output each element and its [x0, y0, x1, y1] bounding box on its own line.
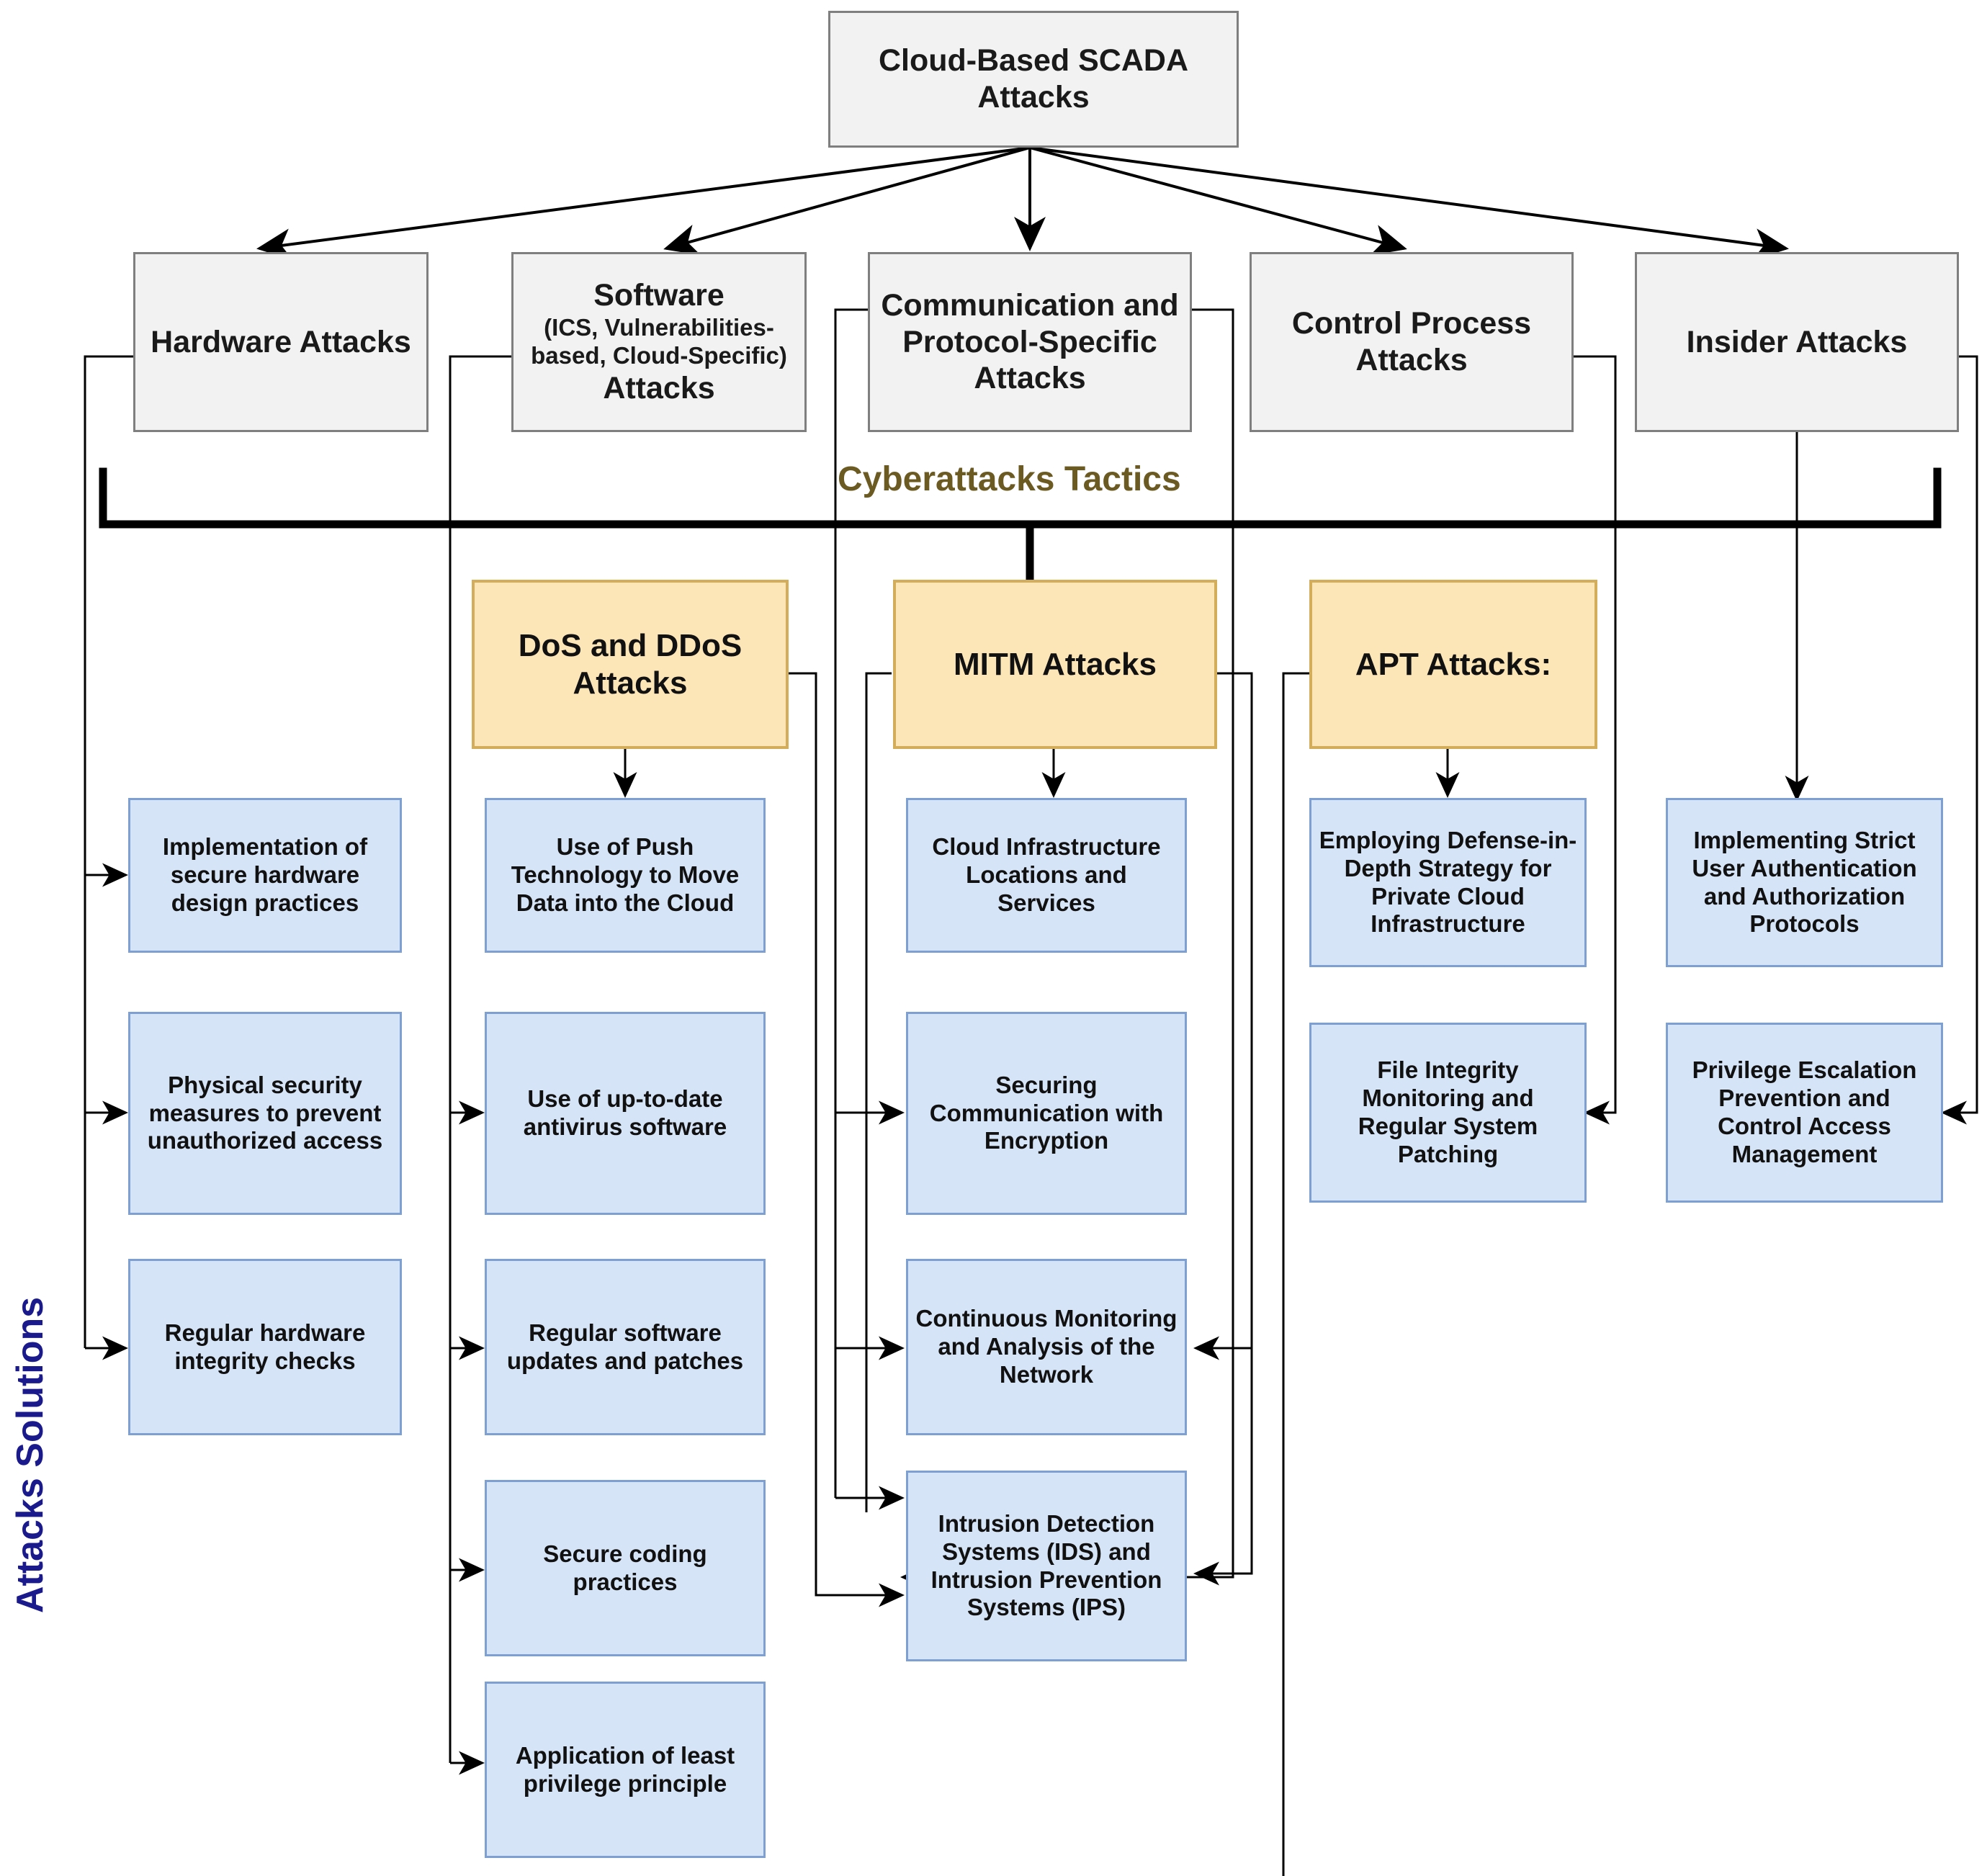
node-solution-hardware-1-label: Implementation of secure hardware design…: [162, 833, 368, 916]
node-solution-dos-2[interactable]: Use of up-to-date antivirus software: [485, 1012, 766, 1215]
node-category-software-label-detail: (ICS, Vulnerabilities-based, Cloud-Speci…: [531, 314, 787, 369]
node-tactic-mitm-label: MITM Attacks: [954, 646, 1157, 682]
node-solution-mitm-3[interactable]: Continuous Monitoring and Analysis of th…: [906, 1259, 1187, 1435]
node-solution-dos-2-label: Use of up-to-date antivirus software: [523, 1085, 727, 1140]
node-solution-mitm-1-label: Cloud Infrastructure Locations and Servi…: [932, 833, 1161, 916]
node-category-control-process-label: Control Process Attacks: [1291, 306, 1532, 377]
node-solution-dos-4-label: Secure coding practices: [543, 1540, 707, 1595]
node-tactic-dos[interactable]: DoS and DDoS Attacks: [472, 580, 789, 749]
node-solution-hardware-3[interactable]: Regular hardware integrity checks: [128, 1259, 402, 1435]
node-solution-dos-5-label: Application of least privilege principle: [515, 1741, 735, 1797]
node-category-software-label-main: Software: [593, 278, 725, 313]
node-tactic-apt-label: APT Attacks:: [1355, 646, 1552, 682]
node-solution-insider-2[interactable]: Privilege Escalation Prevention and Cont…: [1666, 1023, 1943, 1203]
node-root-label: Cloud-Based SCADA Attacks: [878, 43, 1189, 115]
node-solution-apt-1-label: Employing Defense-in-Depth Strategy for …: [1319, 826, 1577, 938]
node-solution-insider-1-label: Implementing Strict User Authentication …: [1692, 826, 1917, 938]
node-category-control-process[interactable]: Control Process Attacks: [1250, 252, 1574, 432]
node-solution-hardware-2-label: Physical security measures to prevent un…: [147, 1071, 383, 1154]
node-solution-apt-2[interactable]: File Integrity Monitoring and Regular Sy…: [1309, 1023, 1587, 1203]
node-category-insider[interactable]: Insider Attacks: [1635, 252, 1959, 432]
node-solution-dos-1-label: Use of Push Technology to Move Data into…: [511, 833, 740, 916]
node-solution-mitm-4-label: Intrusion Detection Systems (IDS) and In…: [930, 1509, 1162, 1621]
node-tactic-dos-label: DoS and DDoS Attacks: [518, 627, 743, 701]
node-solution-dos-1[interactable]: Use of Push Technology to Move Data into…: [485, 798, 766, 953]
node-tactic-apt[interactable]: APT Attacks:: [1309, 580, 1597, 749]
node-solution-dos-4[interactable]: Secure coding practices: [485, 1480, 766, 1656]
node-category-hardware-label: Hardware Attacks: [151, 324, 411, 359]
node-solution-hardware-3-label: Regular hardware integrity checks: [164, 1319, 366, 1374]
node-category-communication-label: Communication and Protocol-Specific Atta…: [881, 287, 1179, 396]
node-solution-apt-2-label: File Integrity Monitoring and Regular Sy…: [1358, 1056, 1538, 1167]
node-solution-mitm-2-label: Securing Communication with Encryption: [929, 1071, 1164, 1154]
node-solution-mitm-2[interactable]: Securing Communication with Encryption: [906, 1012, 1187, 1215]
node-solution-mitm-3-label: Continuous Monitoring and Analysis of th…: [915, 1305, 1178, 1388]
node-solution-dos-3[interactable]: Regular software updates and patches: [485, 1259, 766, 1435]
node-solution-mitm-4[interactable]: Intrusion Detection Systems (IDS) and In…: [906, 1471, 1187, 1661]
node-solution-insider-2-label: Privilege Escalation Prevention and Cont…: [1692, 1056, 1917, 1167]
node-solution-insider-1[interactable]: Implementing Strict User Authentication …: [1666, 798, 1943, 967]
node-root[interactable]: Cloud-Based SCADA Attacks: [828, 11, 1239, 148]
node-category-insider-label: Insider Attacks: [1686, 324, 1908, 359]
node-category-software[interactable]: Software (ICS, Vulnerabilities-based, Cl…: [511, 252, 807, 432]
node-category-communication[interactable]: Communication and Protocol-Specific Atta…: [868, 252, 1192, 432]
node-solution-hardware-2[interactable]: Physical security measures to prevent un…: [128, 1012, 402, 1215]
node-tactic-mitm[interactable]: MITM Attacks: [893, 580, 1217, 749]
node-solution-apt-1[interactable]: Employing Defense-in-Depth Strategy for …: [1309, 798, 1587, 967]
cyberattacks-tactics-label: Cyberattacks Tactics: [838, 460, 1181, 498]
node-solution-dos-3-label: Regular software updates and patches: [506, 1319, 744, 1374]
node-solution-dos-5[interactable]: Application of least privilege principle: [485, 1682, 766, 1858]
attacks-solutions-label: Attacks Solutions: [9, 1296, 51, 1613]
node-category-software-label-suffix: Attacks: [603, 370, 715, 405]
node-solution-hardware-1[interactable]: Implementation of secure hardware design…: [128, 798, 402, 953]
node-solution-mitm-1[interactable]: Cloud Infrastructure Locations and Servi…: [906, 798, 1187, 953]
node-category-hardware[interactable]: Hardware Attacks: [133, 252, 429, 432]
